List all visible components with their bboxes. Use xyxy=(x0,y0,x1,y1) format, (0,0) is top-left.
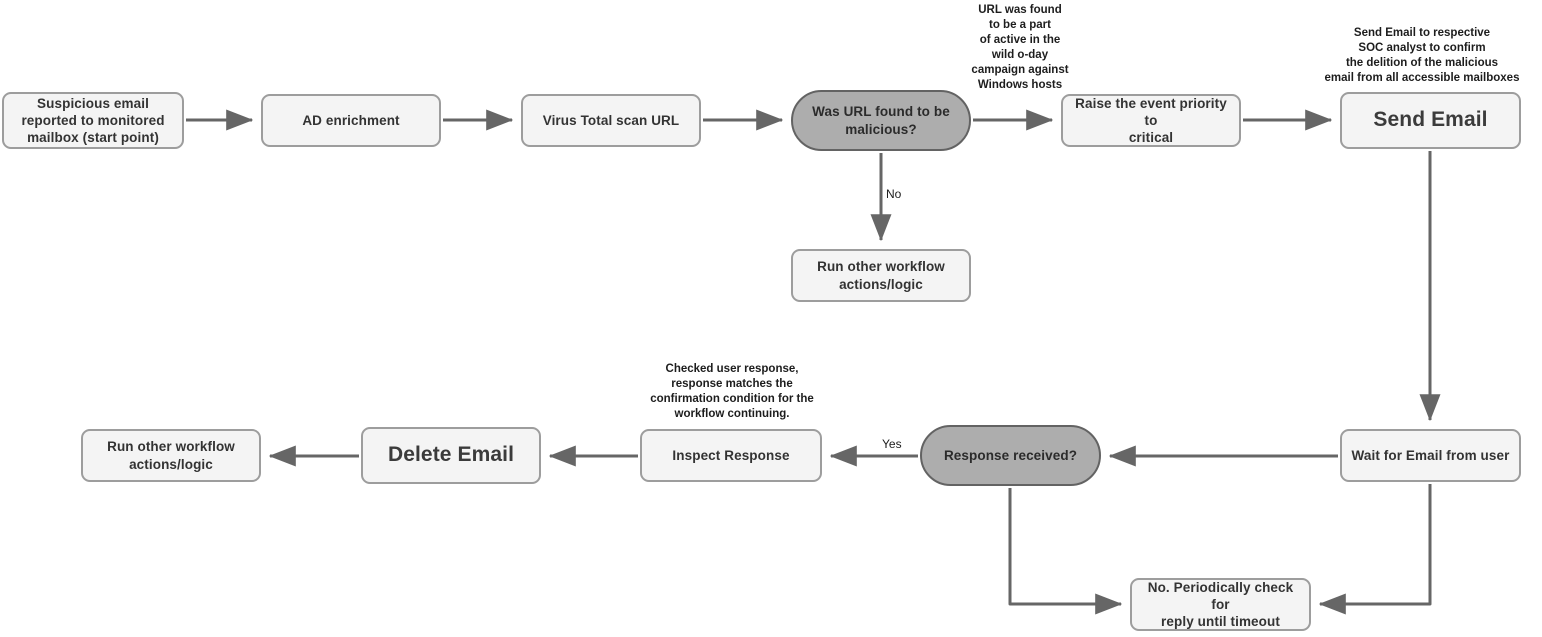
node-label: Delete Email xyxy=(387,443,515,467)
node-label: No. Periodically check for reply until t… xyxy=(1147,579,1294,630)
node-periodically[interactable]: No. Periodically check for reply until t… xyxy=(1130,578,1311,631)
node-label: Wait for Email from user xyxy=(1351,447,1510,463)
node-label: Send Email xyxy=(1373,108,1488,132)
node-wait[interactable]: Wait for Email from user xyxy=(1340,429,1521,482)
label-yes: Yes xyxy=(882,437,902,451)
node-vt[interactable]: Virus Total scan URL xyxy=(521,94,701,147)
annot-checked-response: Checked user response, response matches … xyxy=(650,363,814,420)
node-sendemail[interactable]: Send Email xyxy=(1340,92,1521,149)
node-label: Run other workflow actions/logic xyxy=(817,259,945,292)
node-inspect[interactable]: Inspect Response xyxy=(640,429,822,482)
node-runother2[interactable]: Run other workflow actions/logic xyxy=(81,429,261,482)
node-delete[interactable]: Delete Email xyxy=(361,427,541,484)
annot-send-email: Send Email to respective SOC analyst to … xyxy=(1324,27,1520,84)
node-label: Inspect Response xyxy=(672,447,790,463)
label-no: No xyxy=(886,187,902,201)
node-decision1[interactable]: Was URL found to be malicious? xyxy=(791,90,971,151)
edge-decision2-to-periodically xyxy=(1008,488,1123,615)
node-ad[interactable]: AD enrichment xyxy=(261,94,441,147)
node-label: Virus Total scan URL xyxy=(542,112,680,128)
node-decision2[interactable]: Response received? xyxy=(920,425,1101,486)
node-label: Run other workflow actions/logic xyxy=(107,439,235,472)
node-label: Was URL found to be malicious? xyxy=(812,104,950,137)
node-start[interactable]: Suspicious email reported to monitored m… xyxy=(2,92,184,149)
edge-periodically-to-wait xyxy=(1318,484,1432,615)
node-label: Response received? xyxy=(943,447,1078,463)
node-label: AD enrichment xyxy=(302,112,400,128)
node-runother1[interactable]: Run other workflow actions/logic xyxy=(791,249,971,302)
annot-zero-day: URL was found to be a part of active in … xyxy=(971,4,1069,91)
node-raise[interactable]: Raise the event priority to critical xyxy=(1061,94,1241,147)
node-label: Raise the event priority to critical xyxy=(1075,95,1227,146)
node-label: Suspicious email reported to monitored m… xyxy=(21,95,165,146)
